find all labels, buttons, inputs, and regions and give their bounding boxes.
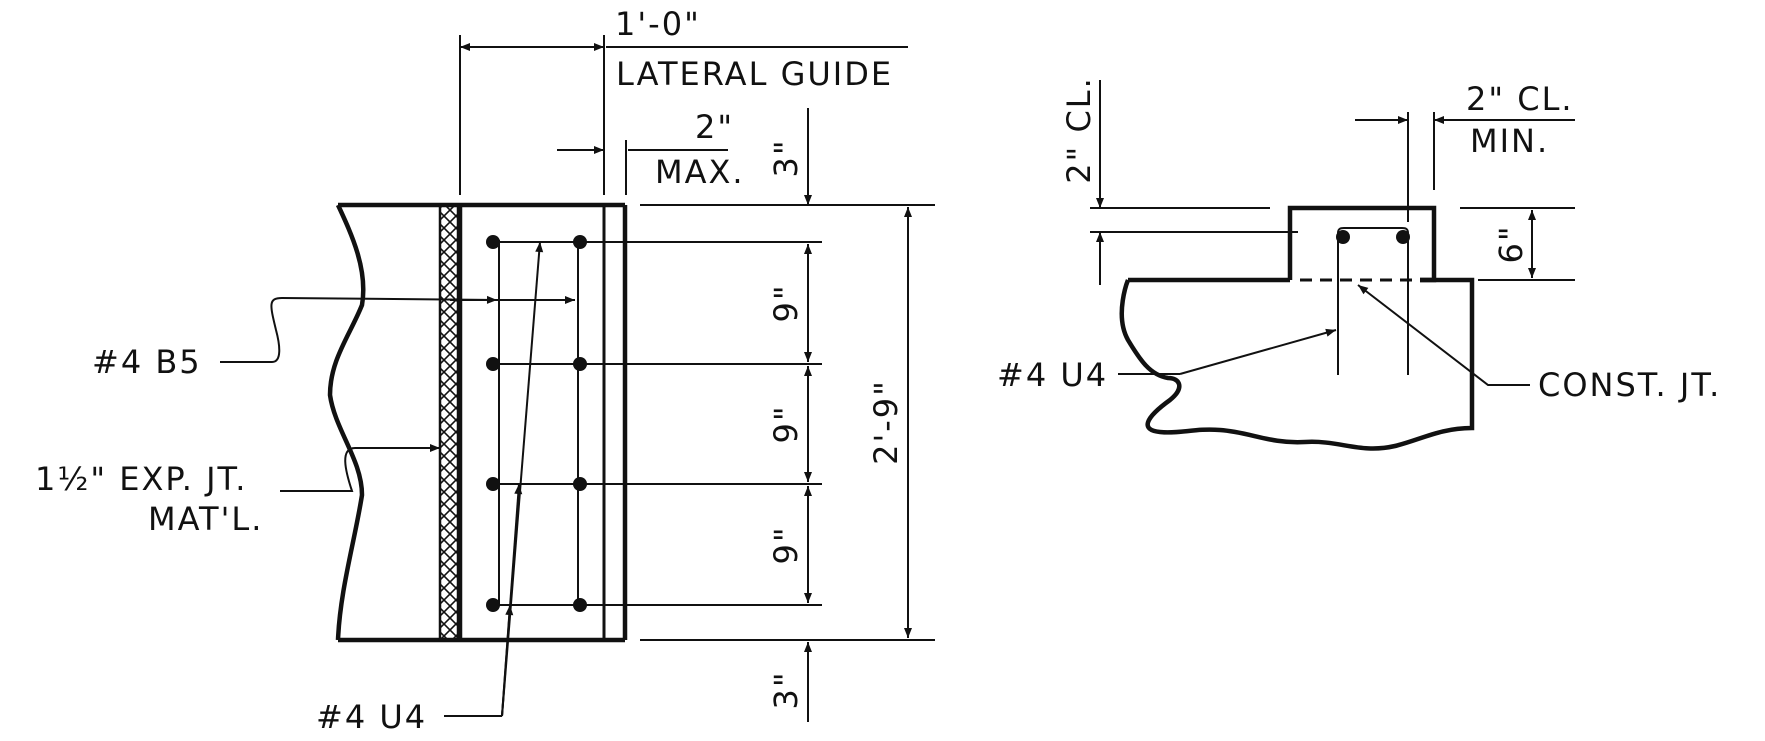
label-gap-max: MAX.: [655, 153, 745, 191]
label-bar-u4-section: #4 U4: [997, 356, 1108, 394]
label-const-jt: CONST. JT.: [1538, 366, 1721, 404]
dim-spacing-3: 9": [767, 525, 805, 564]
break-line: [327, 204, 366, 641]
dim-spacing-2: 9": [767, 404, 805, 443]
rebar-dot: [1336, 230, 1350, 244]
label-lateral-guide: LATERAL GUIDE: [616, 55, 893, 93]
rebar-dot: [1396, 230, 1410, 244]
dim-height: 6": [1492, 224, 1530, 263]
expansion-joint-material: [438, 203, 460, 642]
rebar-dot: [486, 598, 500, 612]
label-exp-jt-line2: MAT'L.: [148, 500, 263, 538]
base-outline: [1119, 277, 1475, 451]
label-exp-jt-line1: 1½" EXP. JT.: [35, 460, 247, 498]
dim-overall-width: 2'-9": [867, 379, 905, 465]
dim-top-cover: 3": [767, 138, 805, 177]
section-view: 2" CL. 2" CL. MIN. 6" #4 U4 CONST. JT.: [997, 76, 1721, 451]
label-bar-b5: #4 B5: [92, 343, 202, 381]
rebar-dot: [486, 235, 500, 249]
dim-spacing-1: 9": [767, 283, 805, 322]
dim-lateral-guide-width: 1'-0": [615, 5, 701, 43]
label-bar-u4-plan: #4 U4: [316, 698, 427, 736]
plan-view: 1'-0" LATERAL GUIDE 2" MAX. 3" 9" 9" 9" …: [35, 5, 935, 736]
label-side-clear-min: MIN.: [1470, 122, 1549, 160]
rebar-dot: [486, 477, 500, 491]
dim-side-clear: 2" CL.: [1466, 80, 1574, 118]
dim-top-clear: 2" CL.: [1060, 76, 1098, 184]
rebar-dot: [486, 357, 500, 371]
dim-bottom-cover: 3": [767, 670, 805, 709]
dim-gap: 2": [695, 108, 734, 146]
